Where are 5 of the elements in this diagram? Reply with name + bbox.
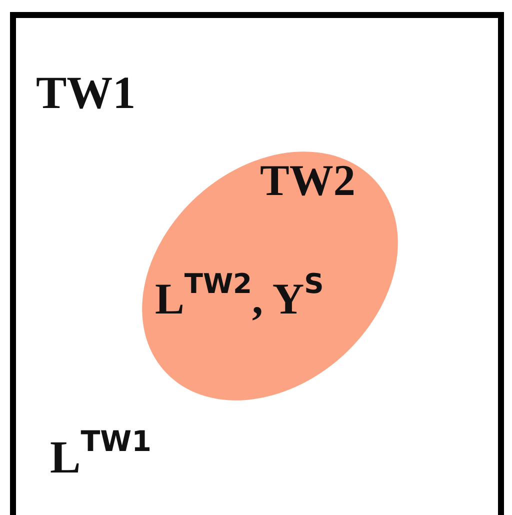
region-box xyxy=(10,12,504,515)
region-label: TW2 xyxy=(260,159,356,203)
region-label: L$^{TW2}$, Y$^{S}$ xyxy=(155,271,324,322)
region-label: L$^{TW1}$ xyxy=(50,428,152,480)
region-label: TW1 xyxy=(36,70,136,116)
